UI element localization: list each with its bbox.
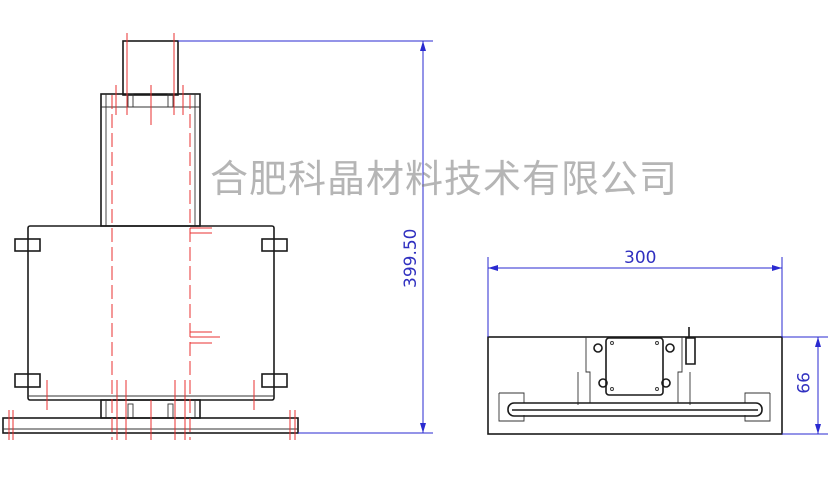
ear-left-top <box>14 238 41 252</box>
ear-right-bottom <box>261 373 288 388</box>
side-body <box>487 336 783 435</box>
mount-plate <box>605 337 664 396</box>
ear-right-top <box>261 238 288 252</box>
watermark: 合肥科晶材料技术有限公司 <box>210 157 679 201</box>
front-view <box>2 33 433 440</box>
ear-left-bottom <box>14 373 41 388</box>
side-view <box>487 257 828 435</box>
rail <box>507 402 763 417</box>
width-dimension-label: 300 <box>624 248 656 268</box>
height-dimension-label: 399.50 <box>401 229 421 288</box>
depth-dimension-label: 99 <box>792 372 812 394</box>
main-chamber <box>27 225 275 401</box>
